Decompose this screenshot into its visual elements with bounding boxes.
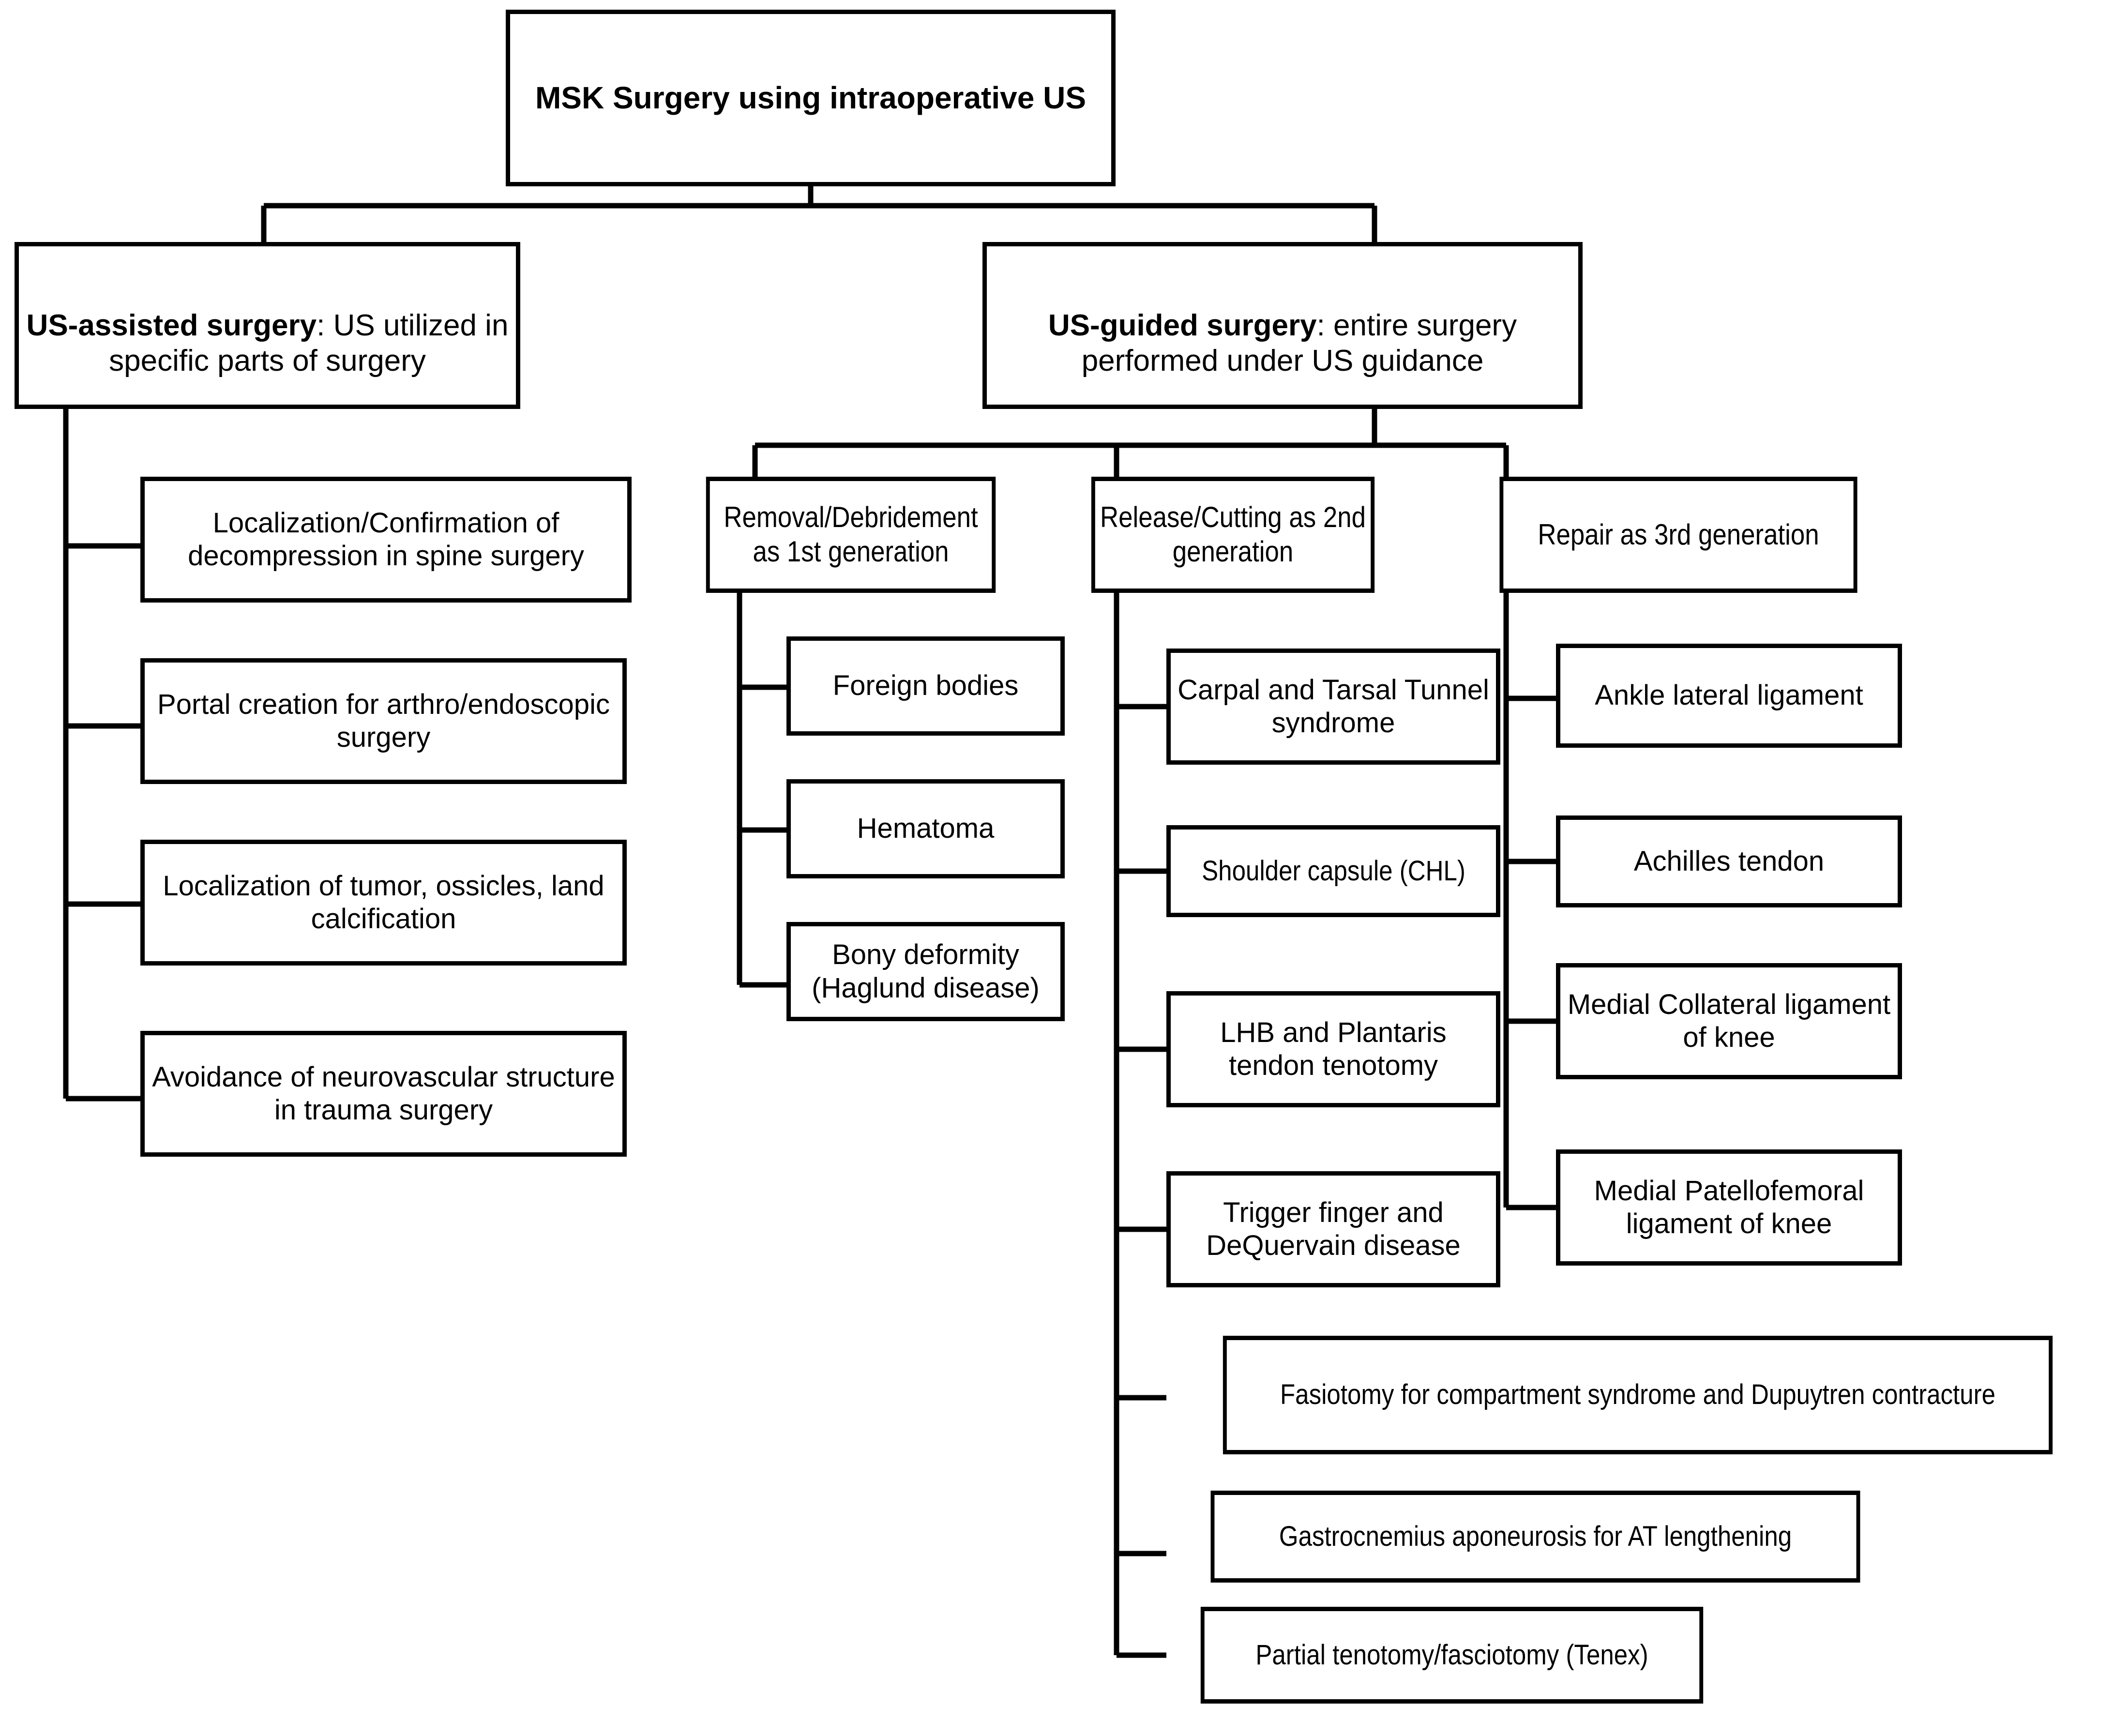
node-partial-tenotomy-tenex[interactable]: Partial tenotomy/fasciotomy (Tenex) <box>1200 1607 1704 1704</box>
node-label: Foreign bodies <box>832 670 1019 702</box>
node-bony-deformity[interactable]: Bony deformity (Haglund disease) <box>786 922 1065 1021</box>
node-label: Medial Collateral ligament of knee <box>1567 988 1891 1053</box>
node-localization-decompression-spine[interactable]: Localization/Confirmation of decompressi… <box>140 477 632 603</box>
node-label: Avoidance of neurovascular structure in … <box>152 1061 615 1126</box>
node-medial-collateral-ligament[interactable]: Medial Collateral ligament of knee <box>1556 963 1902 1079</box>
node-us-assisted-label: US-assisted surgery: US utilized in spec… <box>24 272 511 378</box>
node-label: Removal/Debridement as 1st generation <box>724 501 978 568</box>
node-portal-creation[interactable]: Portal creation for arthro/endoscopic su… <box>140 658 627 784</box>
node-label: Medial Patellofemoral ligament of knee <box>1594 1175 1864 1239</box>
node-label: Fasiotomy for compartment syndrome and D… <box>1280 1379 1995 1411</box>
node-gen3-repair[interactable]: Repair as 3rd generation <box>1499 477 1857 593</box>
node-root[interactable]: MSK Surgery using intraoperative US <box>506 10 1116 186</box>
node-label: Ankle lateral ligament <box>1595 679 1863 711</box>
node-us-assisted-label-bold: US-assisted surgery <box>26 308 317 342</box>
node-ankle-lateral-ligament[interactable]: Ankle lateral ligament <box>1556 644 1902 748</box>
node-us-guided[interactable]: US-guided surgery: entire surgery perfor… <box>982 242 1583 409</box>
node-label: Carpal and Tarsal Tunnel syndrome <box>1178 674 1489 739</box>
node-label: Bony deformity (Haglund disease) <box>812 939 1040 1004</box>
node-gen2-release-cutting[interactable]: Release/Cutting as 2nd generation <box>1091 477 1375 593</box>
node-label: Partial tenotomy/fasciotomy (Tenex) <box>1255 1639 1648 1671</box>
node-us-assisted[interactable]: US-assisted surgery: US utilized in spec… <box>15 242 520 409</box>
node-us-guided-label-rest: : entire surgery performed under US guid… <box>1081 308 1517 378</box>
node-us-assisted-label-rest: : US utilized in specific parts of surge… <box>109 308 509 378</box>
node-localization-tumor[interactable]: Localization of tumor, ossicles, land ca… <box>140 840 627 966</box>
node-shoulder-capsule-chl[interactable]: Shoulder capsule (CHL) <box>1166 825 1500 917</box>
node-gastrocnemius-aponeurosis[interactable]: Gastrocnemius aponeurosis for AT lengthe… <box>1210 1491 1860 1583</box>
node-label: LHB and Plantaris tendon tenotomy <box>1220 1016 1447 1081</box>
node-foreign-bodies[interactable]: Foreign bodies <box>786 636 1065 736</box>
node-label: Localization/Confirmation of decompressi… <box>188 507 584 572</box>
node-medial-patellofemoral-ligament[interactable]: Medial Patellofemoral ligament of knee <box>1556 1149 1902 1266</box>
node-achilles-tendon[interactable]: Achilles tendon <box>1556 815 1902 907</box>
node-avoidance-neurovascular[interactable]: Avoidance of neurovascular structure in … <box>140 1031 627 1157</box>
node-root-label: MSK Surgery using intraoperative US <box>535 80 1087 115</box>
node-label: Achilles tendon <box>1633 845 1825 877</box>
node-label: Shoulder capsule (CHL) <box>1201 855 1465 887</box>
node-fasiotomy-compartment-dupuytren[interactable]: Fasiotomy for compartment syndrome and D… <box>1223 1336 2053 1454</box>
node-label: Portal creation for arthro/endoscopic su… <box>157 688 610 753</box>
node-gen1-removal-debridement[interactable]: Removal/Debridement as 1st generation <box>706 477 996 593</box>
node-hematoma[interactable]: Hematoma <box>786 779 1065 878</box>
node-trigger-finger-dequervain[interactable]: Trigger finger and DeQuervain disease <box>1166 1171 1500 1287</box>
node-label: Trigger finger and DeQuervain disease <box>1206 1196 1461 1261</box>
node-label: Localization of tumor, ossicles, land ca… <box>163 870 604 935</box>
node-label: Repair as 3rd generation <box>1538 518 1819 551</box>
node-label: Release/Cutting as 2nd generation <box>1100 501 1366 568</box>
node-label: Hematoma <box>857 813 995 845</box>
node-carpal-tarsal-tunnel[interactable]: Carpal and Tarsal Tunnel syndrome <box>1166 649 1500 765</box>
node-us-guided-label-bold: US-guided surgery <box>1048 308 1317 342</box>
node-us-guided-label: US-guided surgery: entire surgery perfor… <box>992 272 1573 378</box>
node-label: Gastrocnemius aponeurosis for AT lengthe… <box>1279 1520 1792 1552</box>
node-lhb-plantaris-tenotomy[interactable]: LHB and Plantaris tendon tenotomy <box>1166 991 1500 1107</box>
